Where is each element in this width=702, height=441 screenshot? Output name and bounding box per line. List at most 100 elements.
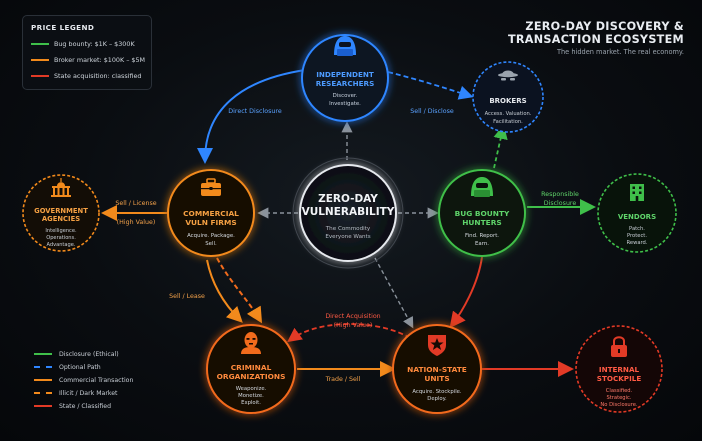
node-researchers: INDEPENDENT RESEARCHERS Discover. Invest…	[301, 34, 389, 122]
commercial-title-1: COMMERCIAL	[183, 209, 239, 218]
label-high-value: (High Value)	[117, 219, 156, 226]
label-responsible-disclosure-1: Responsible	[541, 191, 579, 198]
node-government: GOVERNMENT AGENCIES Intelligence. Operat…	[22, 174, 100, 252]
page-subtitle: The hidden market. The real economy.	[556, 48, 684, 56]
criminal-desc-1: Weaponize.	[236, 386, 267, 392]
commercial-desc-1: Acquire. Package.	[187, 233, 235, 239]
criminal-title-1: CRIMINAL	[231, 363, 272, 372]
government-desc-1: Intelligence.	[45, 228, 77, 234]
edge-hunters-brokers	[493, 124, 508, 169]
key-swatch	[34, 379, 52, 381]
researchers-title-1: INDEPENDENT	[316, 70, 374, 79]
arrow-key-label: Disclosure (Ethical)	[59, 351, 119, 358]
vendors-desc-3: Reward.	[627, 240, 648, 246]
stockpile-desc-2: Strategic.	[606, 395, 631, 401]
page-title: ZERO-DAY DISCOVERY & TRANSACTION ECOSYST…	[508, 20, 684, 46]
brokers-desc-1: Access. Valuation.	[485, 111, 532, 117]
edge-commercial-criminal-illicit	[216, 257, 263, 324]
researchers-title-2: RESEARCHERS	[316, 79, 375, 88]
edge-commercial-criminal	[206, 259, 243, 323]
arrow-key-item: State / Classified	[34, 403, 111, 410]
node-hunters: BUG BOUNTY HUNTERS Find. Report. Earn.	[438, 169, 526, 257]
criminal-desc-2: Monetize.	[238, 393, 264, 399]
vendors-title: VENDORS	[618, 213, 656, 221]
edge-researchers-commercial	[197, 69, 306, 164]
price-legend-item: Broker market: $100K – $5M	[31, 56, 145, 66]
label-direct-acquisition: Direct Acquisition	[325, 313, 380, 320]
criminal-desc-3: Exploit.	[241, 400, 261, 406]
price-legend-label: Broker market: $100K – $5M	[54, 56, 146, 64]
price-legend-item: Bug bounty: $1K – $300K	[31, 40, 135, 50]
capitol-icon	[51, 178, 71, 197]
label-sell-lease: Sell / Lease	[169, 293, 205, 300]
legend-swatch	[31, 75, 49, 77]
arrow-key-item: Illicit / Dark Market	[34, 390, 117, 397]
node-zero-day: ZERO-DAY VULNERABILITY The Commodity Eve…	[292, 157, 404, 269]
hooded-user-icon	[334, 36, 356, 56]
hunters-desc-1: Find. Report.	[465, 233, 499, 239]
star-shield-icon	[428, 335, 446, 356]
government-title-2: AGENCIES	[42, 215, 80, 223]
nation-desc-1: Acquire. Stockpile.	[412, 389, 462, 395]
arrow-key-item: Optional Path	[34, 364, 101, 371]
node-stockpile: INTERNAL STOCKPILE Classified. Strategic…	[575, 325, 663, 413]
edge-center-nation	[374, 257, 414, 329]
key-swatch	[34, 392, 52, 394]
node-vendors: VENDORS Patch. Protect. Reward.	[597, 173, 677, 253]
arrow-key-item: Disclosure (Ethical)	[34, 351, 119, 358]
criminal-title-2: ORGANIZATIONS	[217, 372, 286, 381]
commercial-desc-2: Sell.	[205, 241, 217, 247]
center-desc-2: Everyone Wants	[325, 234, 370, 240]
key-swatch	[34, 366, 52, 368]
commercial-title-2: VULN FIRMS	[185, 218, 236, 227]
stockpile-desc-1: Classified.	[606, 388, 633, 394]
padlock-icon	[611, 336, 627, 357]
arrow-key-label: Optional Path	[59, 364, 101, 371]
title-line-2: TRANSACTION ECOSYSTEM	[507, 33, 684, 46]
stockpile-title-1: INTERNAL	[599, 365, 640, 374]
label-direct-disclosure: Direct Disclosure	[228, 108, 282, 115]
hooded-user-icon	[471, 177, 493, 197]
key-swatch	[34, 405, 52, 407]
node-criminal: CRIMINAL ORGANIZATIONS Weaponize. Moneti…	[206, 324, 296, 414]
price-legend-label: State acquisition: classified	[54, 72, 142, 80]
price-legend-label: Bug bounty: $1K – $300K	[54, 40, 135, 48]
nation-title-2: UNITS	[424, 374, 449, 383]
arrow-key-item: Commercial Transaction	[34, 377, 133, 384]
nation-title-1: NATION-STATE	[407, 365, 467, 374]
vendors-desc-1: Patch.	[629, 226, 645, 232]
building-icon	[630, 184, 644, 201]
price-legend-title: PRICE LEGEND	[31, 23, 95, 32]
price-legend: PRICE LEGEND Bug bounty: $1K – $300K Bro…	[22, 15, 152, 90]
researchers-desc-2: Investigate.	[329, 101, 361, 107]
edge-researchers-brokers	[387, 71, 474, 100]
title-line-1: ZERO-DAY DISCOVERY &	[525, 20, 684, 33]
spy-icon	[498, 70, 518, 81]
arrow-key-label: Illicit / Dark Market	[59, 390, 118, 397]
legend-swatch	[31, 59, 49, 61]
government-desc-2: Operations.	[46, 235, 76, 241]
label-responsible-disclosure-2: Disclosure	[544, 200, 577, 207]
government-desc-3: Advantage.	[46, 242, 75, 248]
center-desc-1: The Commodity	[325, 226, 371, 232]
center-title-2: VULNERABILITY	[302, 206, 395, 218]
briefcase-icon	[201, 178, 221, 196]
brokers-desc-2: Facilitation.	[493, 119, 523, 125]
price-legend-item: State acquisition: classified	[31, 72, 141, 82]
stockpile-desc-3: No Disclosure.	[600, 402, 638, 408]
masked-person-icon	[241, 332, 261, 354]
arrow-key-label: Commercial Transaction	[59, 377, 134, 384]
label-trade-sell: Trade / Sell	[325, 376, 361, 383]
legend-swatch	[31, 43, 49, 45]
edge-nation-criminal	[287, 323, 411, 343]
vendors-desc-2: Protect.	[627, 233, 647, 239]
label-sell-disclose: Sell / Disclose	[410, 108, 454, 115]
node-commercial: COMMERCIAL VULN FIRMS Acquire. Package. …	[167, 169, 255, 257]
researchers-desc-1: Discover.	[333, 93, 358, 99]
key-swatch	[34, 353, 52, 355]
edge-hunters-nation	[449, 256, 483, 329]
government-title-1: GOVERNMENT	[34, 207, 88, 215]
hunters-desc-2: Earn.	[475, 241, 489, 247]
